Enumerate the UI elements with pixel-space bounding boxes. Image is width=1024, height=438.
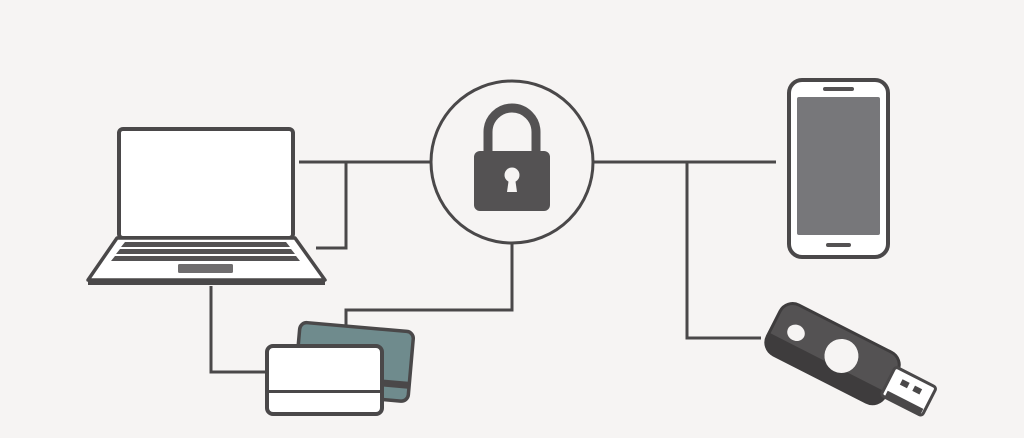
laptop-base-edge bbox=[88, 280, 325, 285]
phone-screen bbox=[797, 97, 880, 235]
usb-security-key-icon bbox=[764, 302, 937, 417]
usb-key-touch-pad bbox=[824, 338, 859, 373]
usb-key-connector bbox=[880, 366, 937, 417]
phone-earpiece bbox=[823, 87, 854, 91]
connector-laptop-lock-branch bbox=[316, 162, 348, 250]
laptop-keyboard bbox=[111, 242, 300, 261]
connector-lines bbox=[209, 160, 776, 374]
usb-key-hole bbox=[787, 324, 805, 342]
laptop-icon bbox=[86, 127, 327, 285]
connector-laptop-cards bbox=[209, 286, 268, 374]
padlock-icon bbox=[474, 103, 550, 211]
laptop-screen bbox=[117, 127, 295, 240]
front-card bbox=[265, 344, 384, 416]
smartphone-icon bbox=[787, 78, 890, 259]
usb-key-lower-edge bbox=[765, 332, 887, 404]
phone-home-button bbox=[826, 243, 851, 247]
laptop-trackpad bbox=[178, 264, 233, 273]
connector-lock-cards bbox=[344, 243, 514, 332]
front-card-stripe bbox=[269, 390, 380, 393]
smart-card-icon bbox=[265, 320, 416, 416]
padlock-hub bbox=[429, 79, 595, 245]
connector-lock-usb-key bbox=[685, 162, 761, 340]
